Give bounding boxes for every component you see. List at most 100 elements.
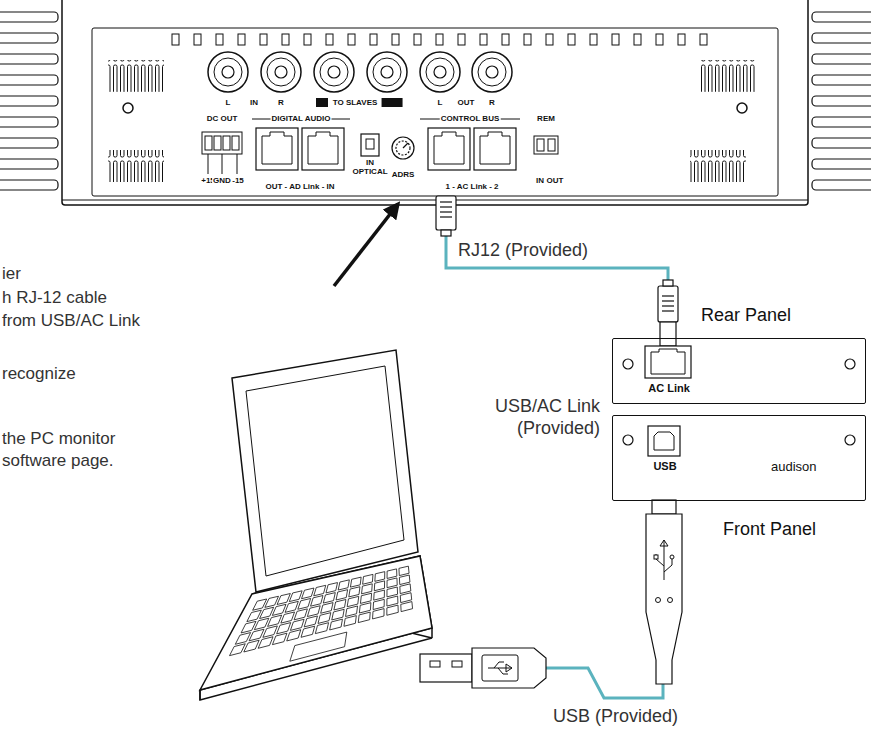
- keyboard-key: [399, 575, 410, 585]
- dc-terminal: [202, 132, 242, 154]
- top-tab: [480, 34, 487, 45]
- optical-input: [361, 134, 379, 156]
- keyboard-key: [277, 594, 290, 605]
- keyboard-key: [263, 626, 277, 637]
- rca-jack: [420, 52, 460, 92]
- rj12-plug: [441, 230, 451, 236]
- rj45-port: [262, 132, 292, 164]
- heatsink-fin: [0, 33, 58, 43]
- rj45-port: [434, 132, 464, 164]
- usb-b-plug: [652, 500, 676, 514]
- address-knob: [403, 143, 408, 148]
- heatsink-fin: [812, 75, 871, 85]
- rem-terminal: [537, 139, 544, 151]
- keyboard-key: [301, 626, 315, 637]
- dc-terminal: [232, 136, 239, 150]
- front-panel-box: Front PanelUSBaudison: [612, 415, 866, 501]
- keyboard-key: [387, 596, 398, 606]
- dc-terminal: [208, 154, 209, 174]
- address-knob: [392, 137, 414, 159]
- rca-jack: [214, 58, 242, 86]
- laptop: [246, 366, 404, 576]
- panel-marking: DC OUT: [206, 114, 239, 123]
- heatsink-fin: [0, 138, 58, 148]
- keyboard-key: [258, 637, 273, 649]
- note-text: USB/AC Link (Provided): [440, 396, 600, 439]
- heatsink-fin: [812, 96, 871, 106]
- usb-b-port: [623, 426, 855, 456]
- panel-marking: -15: [231, 176, 245, 185]
- rj45-port: [256, 128, 516, 170]
- rca-jack: [261, 52, 301, 92]
- keyboard-key: [307, 606, 320, 617]
- top-tab: [238, 34, 245, 45]
- usb-b-port: [648, 426, 680, 456]
- keyboard-key: [346, 606, 358, 616]
- heatsink-fin: [812, 117, 871, 127]
- keyboard-key: [326, 583, 338, 593]
- keyboard-key: [359, 603, 371, 613]
- rca-jack: [381, 66, 393, 78]
- top-tab: [436, 34, 443, 45]
- laptop: [200, 556, 432, 690]
- rj12-plug: [440, 206, 452, 207]
- top-tab: [260, 34, 267, 45]
- keyboard-key: [323, 593, 335, 603]
- keyboard-key: [334, 599, 346, 609]
- keyboard-key: [349, 587, 360, 597]
- rca-jack: [486, 66, 498, 78]
- cable-connector: [446, 205, 668, 338]
- rj12-plug: [440, 201, 452, 202]
- rj45-port: [256, 128, 298, 170]
- keyboard-key: [272, 604, 286, 615]
- usb-b-port: [654, 432, 674, 450]
- note-text: ier: [2, 264, 21, 284]
- keyboard-key: [249, 629, 264, 641]
- rca-jack: [434, 66, 446, 78]
- top-tab: [304, 34, 311, 45]
- heatsink-fin: [0, 12, 58, 22]
- heatsink-fin: [812, 12, 871, 22]
- dc-terminal: [214, 136, 221, 150]
- heatsink-fin: [812, 159, 871, 169]
- heatsink-fin: [0, 75, 58, 85]
- keyboard-key: [277, 623, 291, 634]
- note-text: software page.: [2, 451, 114, 471]
- keyboard-key: [363, 574, 373, 584]
- panel-marking: TO SLAVES: [332, 98, 379, 107]
- keyboard-key: [321, 603, 333, 614]
- vent-slots: [700, 60, 756, 92]
- top-tab: [502, 34, 509, 45]
- pointer-arrow: [334, 204, 398, 286]
- keyboard-key: [302, 588, 314, 599]
- keyboard-key: [247, 610, 261, 621]
- rj12-plug: [662, 300, 674, 301]
- heatsink-fin: [812, 33, 871, 43]
- keyboard-key: [373, 599, 384, 609]
- ac-link-jack: [623, 359, 633, 369]
- rj12-plug: [436, 196, 456, 230]
- dc-terminal: [222, 154, 223, 174]
- heatsink-fin: [0, 159, 58, 169]
- keyboard-key: [387, 605, 398, 615]
- rj12-plug: [662, 295, 674, 296]
- usb-a-plug: [430, 661, 440, 667]
- address-knob: [396, 141, 410, 155]
- panel-heading: Front Panel: [723, 519, 816, 540]
- keyboard-key: [289, 591, 302, 602]
- usb-a-plug: [482, 655, 518, 681]
- optical-input: [366, 139, 374, 149]
- keyboard-key: [374, 590, 385, 600]
- keyboard-key: [400, 593, 411, 603]
- keyboard-key: [336, 590, 348, 600]
- amplifier-housing: [123, 103, 133, 113]
- keyboard-key: [338, 580, 349, 590]
- keyboard-key: [318, 613, 331, 624]
- keyboard-key: [272, 633, 286, 644]
- keyboard-key: [294, 609, 307, 620]
- usb-b-plug: [668, 598, 673, 603]
- top-tab: [370, 34, 377, 45]
- keyboard-key: [285, 601, 298, 612]
